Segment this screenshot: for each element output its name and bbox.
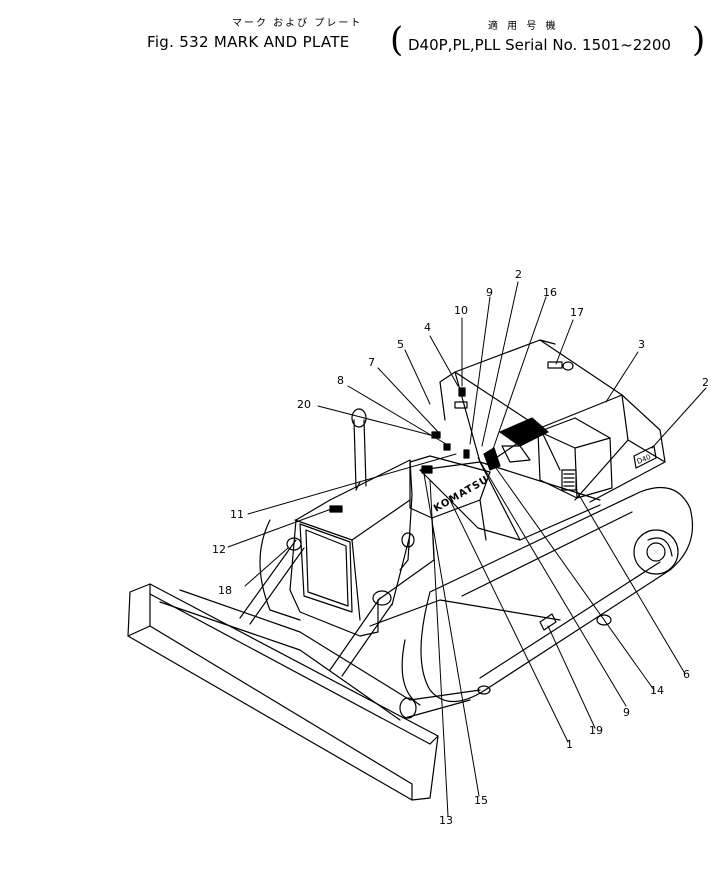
callout-1: 1	[566, 738, 573, 751]
callout-18: 18	[218, 584, 232, 597]
serial-range: D40P,PL,PLL Serial No. 1501~2200	[408, 36, 671, 54]
callout-8: 8	[337, 374, 344, 387]
callout-2: 2	[515, 268, 522, 281]
callout-19: 19	[589, 724, 603, 737]
small-decals	[329, 361, 574, 631]
close-paren: )	[692, 20, 706, 60]
leader-lines	[227, 281, 707, 817]
callout-2b: 2	[702, 376, 709, 389]
dozer-blade	[127, 583, 439, 801]
callout-5: 5	[397, 338, 404, 351]
callout-9b: 9	[623, 706, 630, 719]
figure-title: Fig. 532 MARK AND PLATE	[147, 33, 350, 51]
d40-decal-rear: D40	[633, 445, 657, 469]
callout-17: 17	[570, 306, 584, 319]
callout-7: 7	[368, 356, 375, 369]
callout-11: 11	[230, 508, 244, 521]
callout-20: 20	[297, 398, 311, 411]
japanese-title: マーク および プレート	[232, 18, 363, 29]
lift-cylinders	[159, 532, 481, 721]
left-track	[259, 519, 421, 706]
callout-6: 6	[683, 668, 690, 681]
callout-13: 13	[439, 814, 453, 827]
callout-15: 15	[474, 794, 488, 807]
callout-14: 14	[650, 684, 664, 697]
callout-3: 3	[638, 338, 645, 351]
open-paren: (	[390, 20, 404, 60]
right-track	[420, 486, 694, 703]
main-body	[369, 339, 666, 627]
callout-9: 9	[486, 286, 493, 299]
callout-numbers: 1 2 2 3 4 5 6 7 8 9 9 10 11 12 13 14 15 …	[212, 268, 709, 827]
callout-16: 16	[543, 286, 557, 299]
callout-4: 4	[424, 321, 431, 334]
callout-12: 12	[212, 543, 226, 556]
japanese-serial-label: 適 用 号 機	[488, 21, 559, 32]
callout-10: 10	[454, 304, 468, 317]
